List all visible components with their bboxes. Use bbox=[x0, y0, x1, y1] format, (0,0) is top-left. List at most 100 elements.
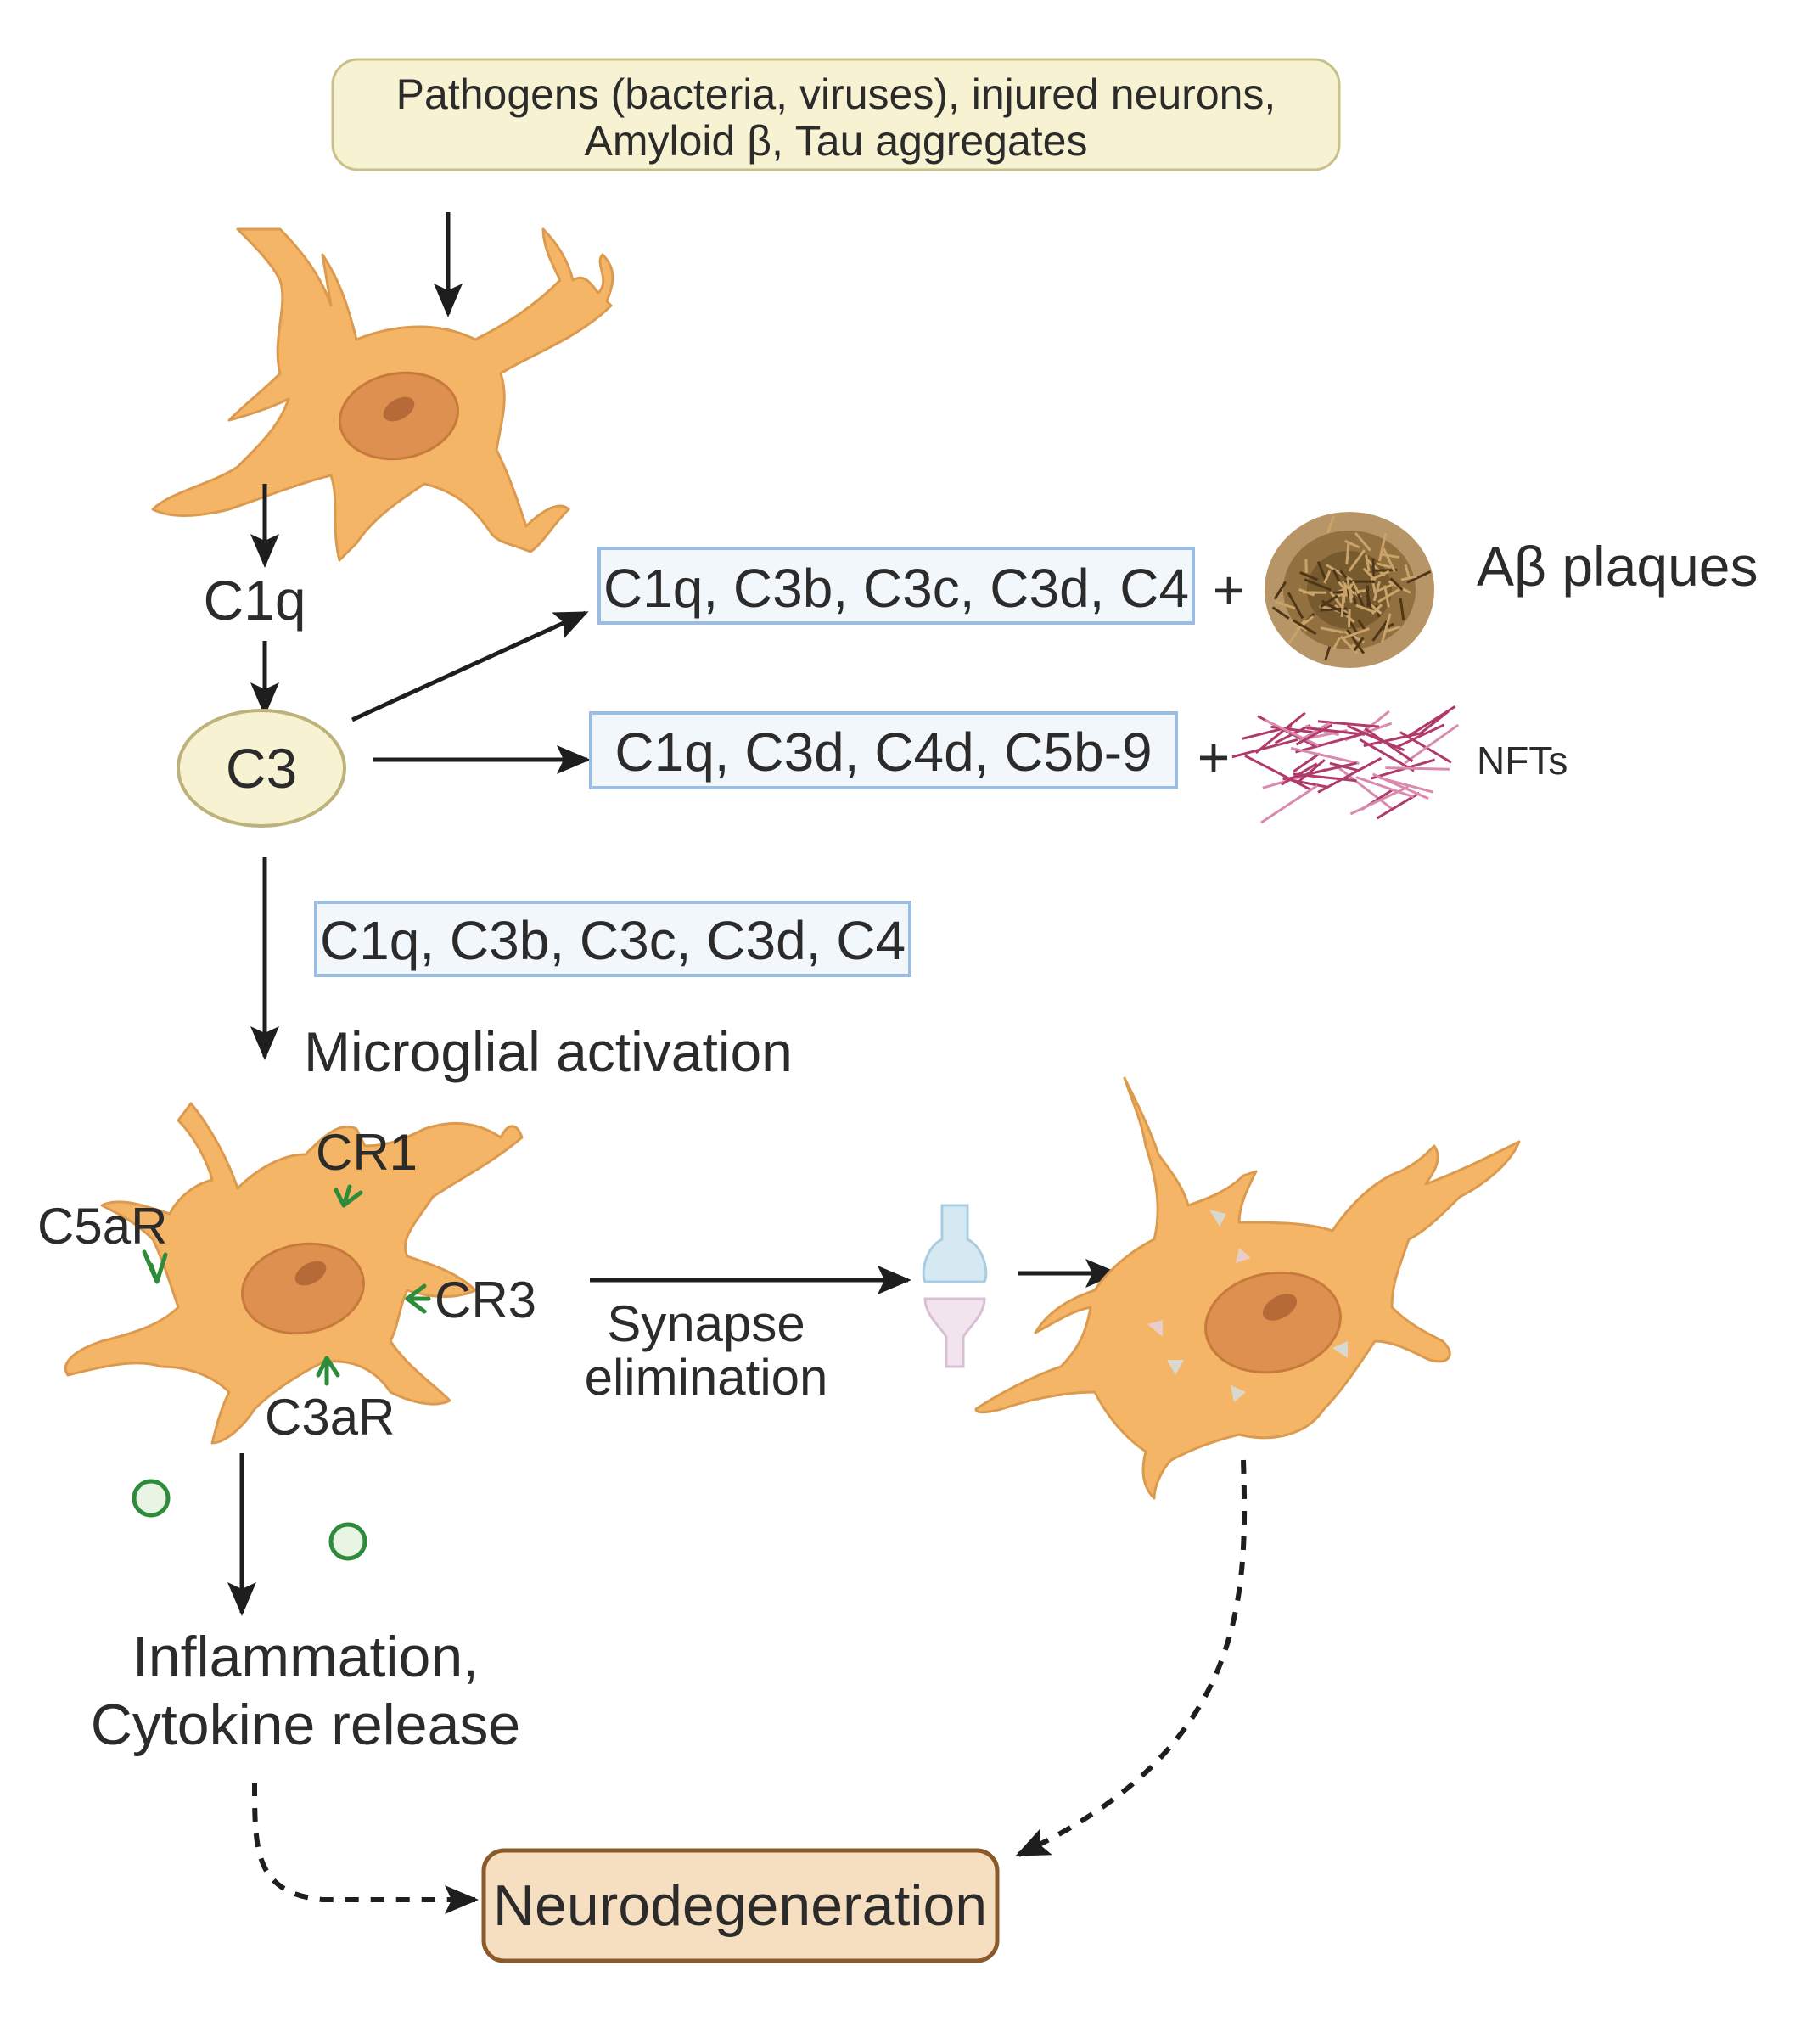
plaque-fibril bbox=[1344, 539, 1360, 549]
plaque-fibril bbox=[1366, 559, 1386, 577]
trigger-box: Pathogens (bacteria, viruses), injured n… bbox=[331, 58, 1341, 171]
cytokine-circle bbox=[132, 1479, 171, 1518]
trigger-line-1: Pathogens (bacteria, viruses), injured n… bbox=[396, 70, 1276, 118]
nfts-label: NFTs bbox=[1477, 738, 1568, 783]
plaque-fibril bbox=[1341, 627, 1370, 641]
plaque-fibril bbox=[1399, 598, 1405, 620]
nft-filament bbox=[1334, 764, 1393, 810]
plus-sign-plaques: + bbox=[1213, 559, 1246, 621]
nft-filament bbox=[1404, 723, 1460, 765]
plaque-fibril bbox=[1275, 600, 1296, 610]
complement-box-nfts-text: C1q, C3d, C4d, C5b-9 bbox=[614, 722, 1152, 783]
plaque-fibril bbox=[1320, 626, 1344, 634]
nft-filament bbox=[1346, 724, 1405, 752]
inflammation-line-2: Cytokine release bbox=[91, 1693, 520, 1757]
plaque-fibril bbox=[1389, 577, 1404, 591]
nft-filament bbox=[1244, 754, 1312, 791]
nft-filament bbox=[1371, 772, 1429, 800]
nft-tangle-graphic bbox=[1231, 705, 1460, 824]
plaque-fibril bbox=[1326, 515, 1335, 534]
synapse-graphic bbox=[922, 1204, 988, 1368]
plaque-fibril bbox=[1383, 625, 1401, 634]
nft-filament bbox=[1306, 727, 1366, 736]
plaque-fibril bbox=[1292, 619, 1317, 636]
plaque-fibril bbox=[1371, 604, 1383, 615]
microglial-activation-label: Microglial activation bbox=[304, 1020, 793, 1083]
nft-filament bbox=[1295, 732, 1366, 754]
nft-filament bbox=[1298, 722, 1330, 743]
plaque-fibril bbox=[1287, 619, 1306, 644]
nft-filament bbox=[1293, 752, 1321, 773]
nft-filament bbox=[1288, 761, 1357, 780]
complement-box-plaques-text: C1q, C3b, C3c, C3d, C4 bbox=[603, 558, 1189, 619]
plaque-fibril bbox=[1320, 594, 1338, 609]
plaque-fibril bbox=[1362, 567, 1377, 581]
plaque-fibril bbox=[1332, 637, 1341, 650]
plaque-fibril bbox=[1323, 570, 1332, 584]
nft-filament bbox=[1363, 731, 1424, 748]
nft-filament bbox=[1264, 718, 1320, 747]
plaque-fibril bbox=[1299, 571, 1319, 581]
plaque-fibril bbox=[1324, 646, 1332, 661]
neuron-cell-right bbox=[974, 1076, 1521, 1500]
complement-box-plaques: C1q, C3b, C3c, C3d, C4 bbox=[597, 547, 1195, 625]
complement-box-activation-text: C1q, C3b, C3c, C3d, C4 bbox=[320, 910, 906, 971]
plaque-fibril bbox=[1380, 553, 1400, 559]
plaque-fibril bbox=[1304, 578, 1332, 592]
dashed-arrow-inflammation-to-neurodegeneration bbox=[252, 1782, 479, 1914]
plaque-fibril bbox=[1376, 562, 1392, 569]
neuron-cell-top bbox=[151, 227, 614, 562]
plaque-fibril bbox=[1273, 581, 1287, 600]
nft-filament bbox=[1295, 723, 1333, 746]
neurodegeneration-box: Neurodegeneration bbox=[481, 1848, 1000, 1963]
plaque-fibril bbox=[1406, 570, 1432, 584]
nft-filament bbox=[1317, 720, 1380, 728]
nft-filament bbox=[1231, 738, 1298, 759]
plaque-fibril bbox=[1271, 606, 1290, 620]
complement-box-nfts: C1q, C3d, C4d, C5b-9 bbox=[589, 711, 1178, 789]
plaque-fibril bbox=[1287, 592, 1304, 620]
plaque-fibril bbox=[1346, 576, 1353, 604]
complement-box-activation: C1q, C3b, C3c, C3d, C4 bbox=[314, 901, 911, 977]
nft-filament bbox=[1254, 711, 1306, 755]
receptor-cr1: CR1 bbox=[316, 1124, 418, 1208]
abeta-plaques-label: Aβ plaques bbox=[1477, 535, 1758, 598]
cytokine-circle bbox=[328, 1522, 367, 1561]
plaque-fibril bbox=[1345, 541, 1350, 565]
plaque-fibril bbox=[1346, 629, 1366, 654]
plaque-fibril bbox=[1357, 619, 1366, 632]
plaque-fibril bbox=[1351, 581, 1360, 595]
c1q-label: C1q bbox=[203, 569, 306, 632]
plaque-fibril bbox=[1371, 620, 1388, 642]
nft-filament bbox=[1355, 776, 1415, 799]
plaque-fibril bbox=[1332, 569, 1341, 582]
nft-filament bbox=[1281, 762, 1318, 786]
trigger-line-2: Amyloid β, Tau aggregates bbox=[585, 117, 1088, 165]
plaque-fibril bbox=[1342, 586, 1347, 603]
plaque-fibril bbox=[1353, 637, 1365, 652]
nft-filament bbox=[1364, 727, 1414, 763]
synapse-label-line-2: elimination bbox=[585, 1349, 828, 1406]
nft-filament bbox=[1359, 738, 1415, 772]
receptor-c5ar: C5aR bbox=[37, 1198, 168, 1284]
c3ar-label: C3aR bbox=[265, 1389, 395, 1446]
plaque-fibril bbox=[1365, 554, 1371, 572]
c3-node: C3 bbox=[177, 709, 346, 828]
cr1-label: CR1 bbox=[316, 1124, 418, 1181]
synapse-label-line-1: Synapse bbox=[607, 1295, 805, 1352]
plaque-fibril bbox=[1383, 585, 1390, 608]
plaque-fibril bbox=[1355, 604, 1374, 613]
plaque-fibril bbox=[1377, 587, 1403, 604]
plaque-fibril bbox=[1382, 622, 1394, 631]
plaque-fibril bbox=[1404, 564, 1411, 578]
c3-label: C3 bbox=[226, 737, 297, 800]
receptor-c3ar: C3aR bbox=[265, 1356, 395, 1446]
abeta-plaque-graphic bbox=[1265, 512, 1434, 668]
plaque-fibril bbox=[1382, 548, 1396, 573]
plaque-fibril bbox=[1316, 560, 1328, 583]
dashed-arrow-neuron-to-neurodegeneration bbox=[1015, 1459, 1248, 1857]
arrow-c3-to-plaques-box bbox=[351, 610, 589, 722]
plaque-fibril bbox=[1400, 575, 1417, 581]
nft-filament bbox=[1397, 723, 1445, 749]
